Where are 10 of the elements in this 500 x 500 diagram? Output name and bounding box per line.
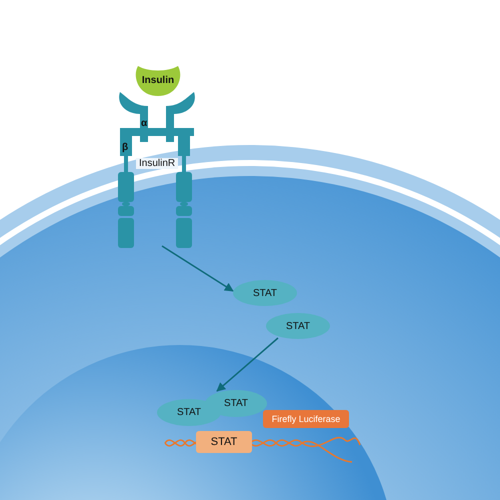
protein-ellipse: STAT	[266, 313, 330, 339]
receptor-label: InsulinR	[136, 158, 178, 169]
protein-ellipse: STAT	[157, 399, 221, 426]
protein-box: Firefly Luciferase	[263, 410, 349, 428]
subunit-label: α	[141, 118, 148, 129]
arrow	[216, 337, 278, 392]
protein-box: STAT	[196, 431, 252, 453]
arrow	[162, 245, 234, 292]
subunit-label: β	[122, 142, 128, 153]
protein-ellipse: STAT	[233, 280, 297, 306]
